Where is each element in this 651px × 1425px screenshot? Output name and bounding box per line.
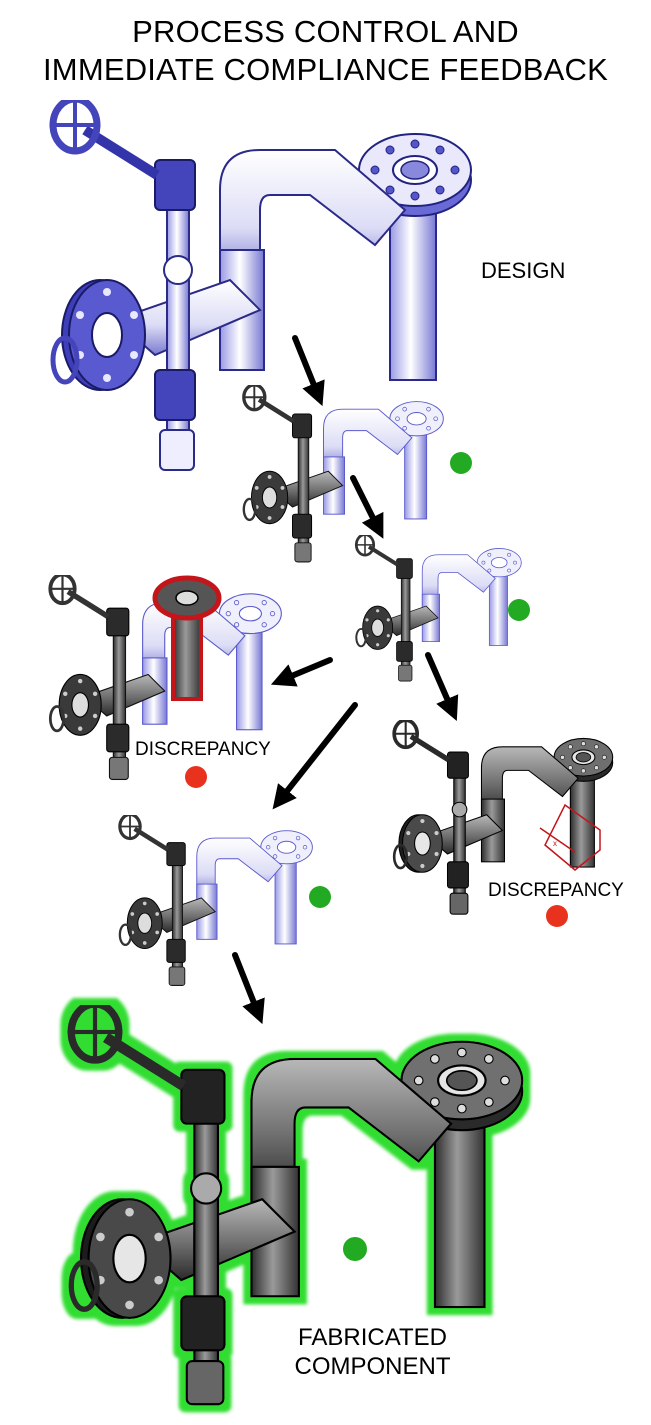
discrepancy-right-label: DISCREPANCY	[488, 880, 624, 901]
discrepancy-left-model-image	[50, 574, 281, 779]
arrow-design-to-stage-1	[292, 335, 325, 407]
discrepancy-right-model-image: x	[394, 720, 613, 914]
arrow-stage-1-to-stage-2	[350, 475, 384, 539]
status-dot-fabricated	[343, 1237, 367, 1261]
status-dot-stage-3	[309, 886, 331, 908]
design-label: DESIGN	[481, 258, 566, 283]
status-dot-stage-2	[508, 599, 530, 621]
discrepancy-left-label: DISCREPANCY	[135, 739, 271, 760]
stage-1-model-image	[244, 385, 444, 562]
title-line-1: PROCESS CONTROL AND	[132, 14, 519, 49]
stage-2-model-image	[356, 535, 521, 681]
stage-3-model-image	[120, 815, 312, 986]
arrow-stage-2-to-discrepancy-right	[425, 652, 459, 721]
svg-text:x: x	[553, 839, 557, 848]
fabricated-label-line-2: COMPONENT	[294, 1353, 451, 1380]
arrow-stage-2-to-discrepancy-left	[270, 657, 333, 687]
arrow-stage-3-to-fabricated	[232, 952, 265, 1025]
status-dot-discrepancy-left	[185, 766, 207, 788]
status-dot-discrepancy-right	[546, 905, 568, 927]
arrow-stage-2-to-stage-3	[272, 702, 358, 810]
fabricated-label-line-1: FABRICATED	[298, 1324, 447, 1351]
status-dot-stage-1	[450, 452, 472, 474]
title-line-2: IMMEDIATE COMPLIANCE FEEDBACK	[42, 52, 609, 87]
